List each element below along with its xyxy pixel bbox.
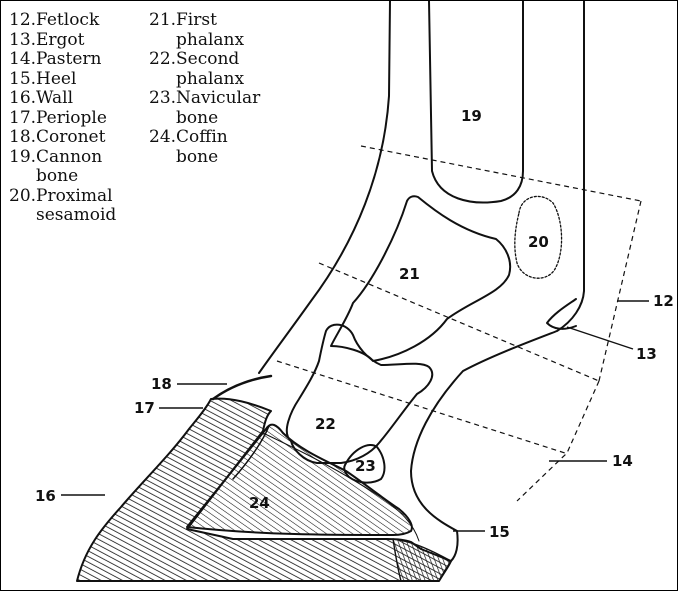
label-coffin-bone: 24: [249, 494, 270, 512]
heel-bulb: [393, 539, 451, 581]
dashed-line-pastern-top: [277, 361, 565, 453]
dashed-line-fetlock-top: [361, 146, 641, 201]
callout-ergot: 13: [636, 345, 657, 363]
callout-fetlock: 12: [653, 292, 674, 310]
callout-pastern: 14: [612, 452, 633, 470]
leader-ergot: [567, 327, 633, 349]
label-second-phalanx: 22: [315, 415, 336, 433]
ergot-outline: [547, 299, 576, 329]
label-proximal-sesamoid: 20: [528, 233, 549, 251]
coronary-band: [213, 376, 271, 399]
callout-coronet: 18: [151, 375, 172, 393]
dashed-line-fetlock-bottom: [319, 263, 599, 381]
callout-wall: 16: [35, 487, 56, 505]
label-cannon-bone: 19: [461, 107, 482, 125]
callout-heel: 15: [489, 523, 510, 541]
label-navicular-bone: 23: [355, 457, 376, 475]
callout-periople: 17: [134, 399, 155, 417]
second-phalanx-outline: [287, 325, 432, 463]
label-first-phalanx: 21: [399, 265, 420, 283]
leg-back-outline: [411, 1, 584, 561]
cannon-bone-outline: [429, 1, 523, 202]
leg-front-outline: [259, 1, 390, 373]
dashed-line-right-upper: [599, 201, 641, 381]
